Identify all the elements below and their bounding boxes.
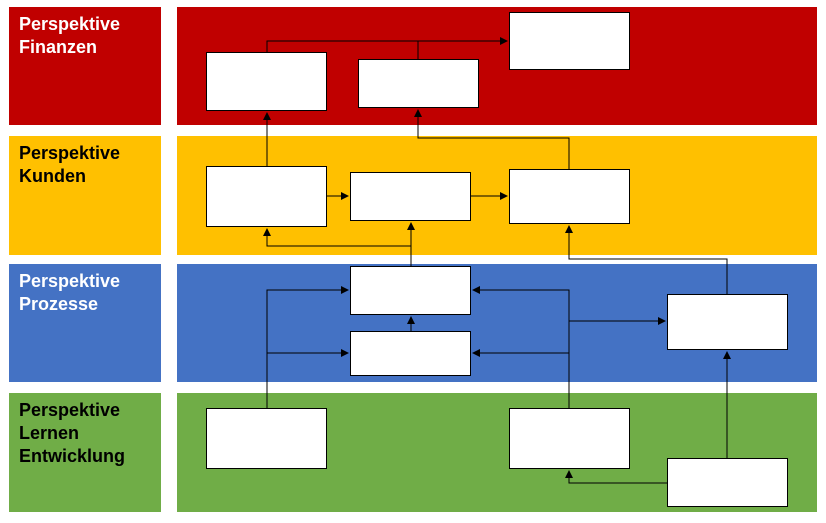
node-prozesse-1[interactable] — [350, 266, 471, 315]
band-label-finanzen: Perspektive Finanzen — [9, 7, 161, 125]
band-label-kunden: Perspektive Kunden — [9, 136, 161, 255]
node-prozesse-2[interactable] — [350, 331, 471, 376]
node-lernen-1[interactable] — [206, 408, 327, 469]
node-finanzen-1[interactable] — [206, 52, 327, 111]
edge-p1-k1 — [263, 228, 411, 247]
node-finanzen-2[interactable] — [358, 59, 479, 108]
node-lernen-2[interactable] — [509, 408, 630, 469]
edge-p3-k3 — [565, 225, 728, 294]
node-kunden-2[interactable] — [350, 172, 471, 221]
edge-l1-p1 — [266, 286, 349, 408]
perspective-label-lernen: Perspektive Lernen Entwicklung — [19, 400, 126, 466]
band-label-lernen: Perspektive Lernen Entwicklung — [9, 393, 161, 512]
node-finanzen-3[interactable] — [509, 12, 630, 70]
edge-f1-f3 — [266, 37, 508, 52]
edge-l2-p1 — [472, 286, 570, 408]
perspective-label-prozesse: Perspektive Prozesse — [19, 271, 121, 314]
edge-l3-l2 — [565, 470, 667, 484]
node-lernen-3[interactable] — [667, 458, 788, 507]
node-prozesse-3[interactable] — [667, 294, 788, 350]
edge-k3-f2 — [414, 109, 570, 169]
perspective-label-kunden: Perspektive Kunden — [19, 143, 121, 186]
band-label-prozesse: Perspektive Prozesse — [9, 264, 161, 382]
perspective-label-finanzen: Perspektive Finanzen — [19, 14, 121, 57]
node-kunden-3[interactable] — [509, 169, 630, 224]
node-kunden-1[interactable] — [206, 166, 327, 227]
